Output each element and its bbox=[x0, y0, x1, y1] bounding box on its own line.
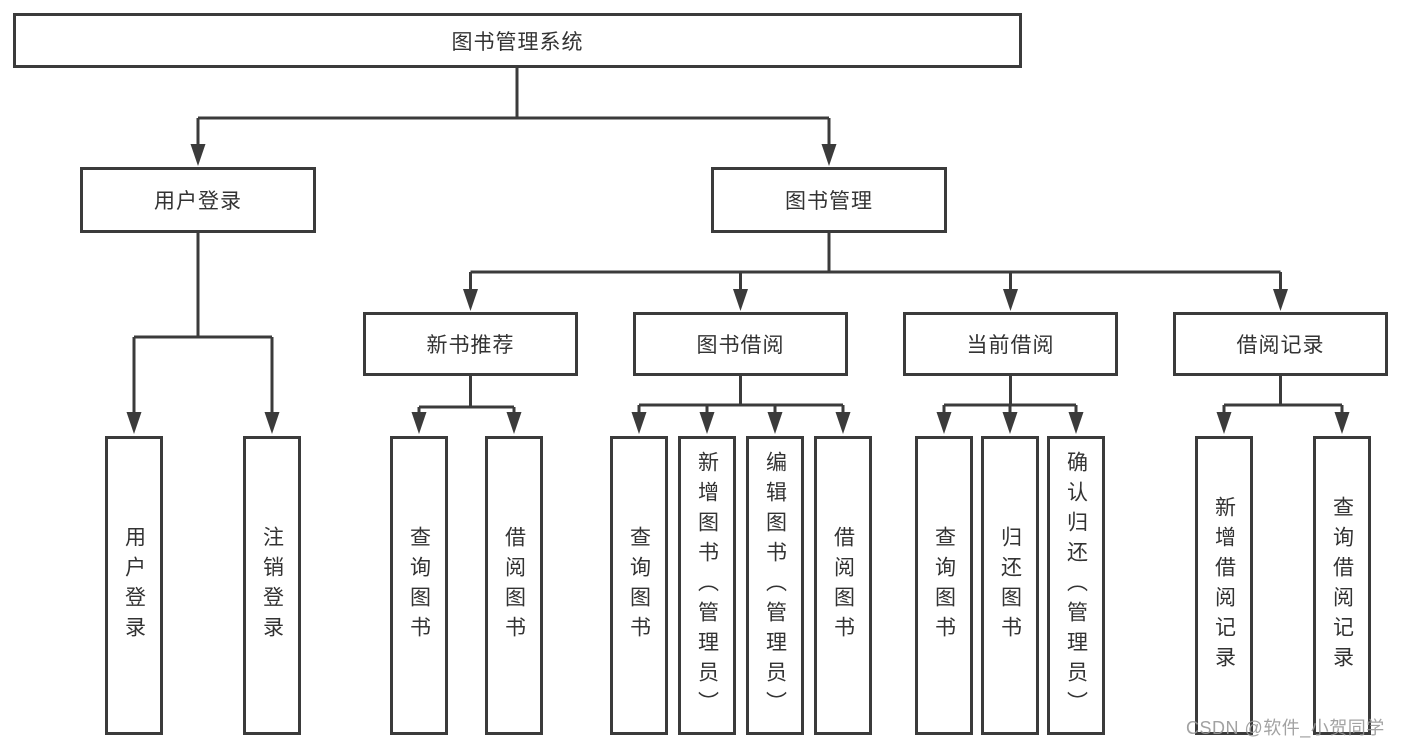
node-new-books: 新书推荐 bbox=[363, 312, 578, 376]
node-book-borrow-label: 图书借阅 bbox=[696, 334, 785, 357]
arrowheads bbox=[126, 144, 1350, 434]
leaf-logout: 注销登录 bbox=[243, 436, 301, 735]
node-book-mgmt-module: 图书管理 bbox=[711, 167, 947, 233]
leaf-user-login-label: 用户登录 bbox=[122, 525, 146, 646]
node-current-borrow: 当前借阅 bbox=[903, 312, 1118, 376]
leaf-logout-label: 注销登录 bbox=[260, 525, 284, 646]
leaf-borrow-borrow: 借阅图书 bbox=[814, 436, 872, 735]
leaf-current-return: 归还图书 bbox=[981, 436, 1039, 735]
node-user-login-module: 用户登录 bbox=[80, 167, 316, 233]
leaf-newbooks-query-label: 查询图书 bbox=[407, 525, 431, 646]
node-root-system: 图书管理系统 bbox=[13, 13, 1022, 68]
leaf-borrow-add-admin: 新增图书（管理员） bbox=[678, 436, 736, 735]
leaf-records-add-label: 新增借阅记录 bbox=[1212, 495, 1236, 676]
node-root-system-label: 图书管理系统 bbox=[451, 30, 584, 54]
leaf-newbooks-borrow: 借阅图书 bbox=[485, 436, 543, 735]
csdn-watermark: CSDN @软件_小贺同学 bbox=[1186, 718, 1385, 738]
leaf-user-login: 用户登录 bbox=[105, 436, 163, 735]
node-book-mgmt-module-label: 图书管理 bbox=[785, 190, 873, 213]
leaf-current-confirm-admin: 确认归还（管理员） bbox=[1047, 436, 1105, 735]
node-current-borrow-label: 当前借阅 bbox=[966, 334, 1055, 357]
leaf-borrow-query-label: 查询图书 bbox=[627, 525, 651, 646]
node-book-borrow: 图书借阅 bbox=[633, 312, 848, 376]
leaf-current-confirm-admin-label: 确认归还（管理员） bbox=[1064, 450, 1088, 721]
leaf-newbooks-query: 查询图书 bbox=[390, 436, 448, 735]
node-user-login-module-label: 用户登录 bbox=[154, 190, 242, 213]
leaf-records-add: 新增借阅记录 bbox=[1195, 436, 1253, 735]
leaf-borrow-borrow-label: 借阅图书 bbox=[831, 525, 855, 646]
leaf-records-query-label: 查询借阅记录 bbox=[1330, 495, 1354, 676]
leaf-current-query: 查询图书 bbox=[915, 436, 973, 735]
leaf-current-return-label: 归还图书 bbox=[998, 525, 1022, 646]
node-borrow-records: 借阅记录 bbox=[1173, 312, 1388, 376]
leaf-current-query-label: 查询图书 bbox=[932, 525, 956, 646]
leaf-records-query: 查询借阅记录 bbox=[1313, 436, 1371, 735]
leaf-borrow-edit-admin: 编辑图书（管理员） bbox=[746, 436, 804, 735]
leaf-borrow-add-admin-label: 新增图书（管理员） bbox=[695, 450, 719, 721]
node-new-books-label: 新书推荐 bbox=[426, 334, 515, 357]
leaf-newbooks-borrow-label: 借阅图书 bbox=[502, 525, 526, 646]
leaf-borrow-edit-admin-label: 编辑图书（管理员） bbox=[763, 450, 787, 721]
leaf-borrow-query: 查询图书 bbox=[610, 436, 668, 735]
node-borrow-records-label: 借阅记录 bbox=[1236, 334, 1325, 357]
